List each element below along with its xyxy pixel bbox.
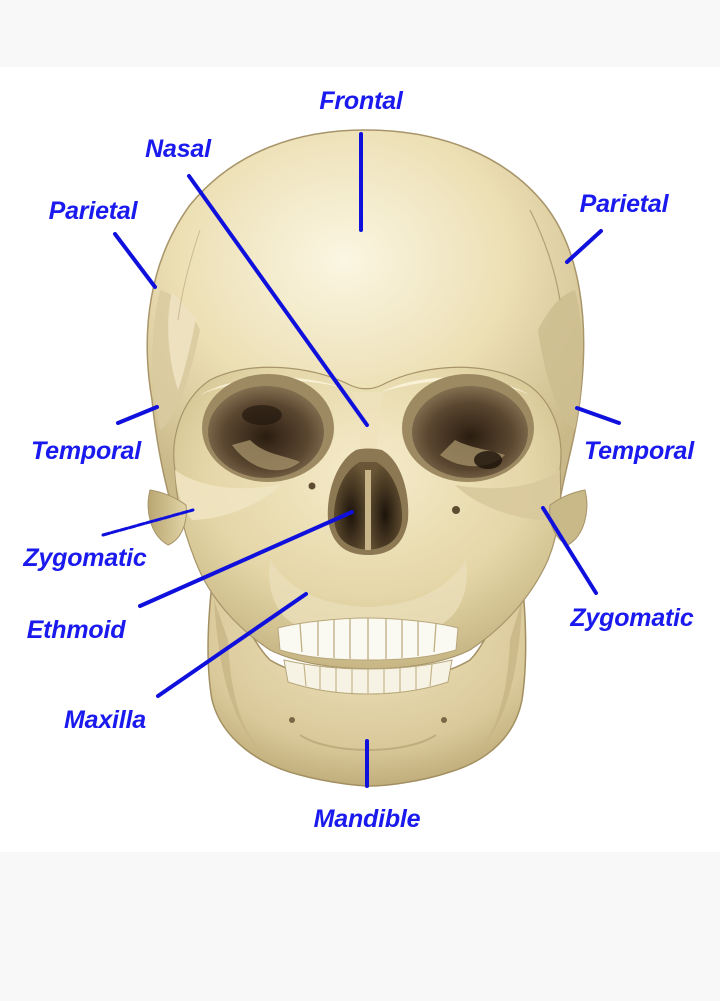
nasal-cavity: [327, 448, 409, 555]
temporal-left-leader: [116, 405, 159, 425]
mandible-label: Mandible: [314, 805, 421, 833]
upper-teeth: [277, 617, 459, 661]
frontal-label: Frontal: [319, 87, 404, 115]
nasal-leader: [187, 174, 369, 427]
zygomatic-right-label: Zygomatic: [569, 604, 694, 632]
parietal-right-leader: [565, 229, 603, 264]
right-orbit: [402, 374, 534, 482]
zygomatic-left-label: Zygomatic: [22, 544, 147, 572]
zygomatic-right-leader: [541, 506, 598, 595]
ethmoid-leader: [138, 510, 354, 608]
bone-labels: Frontal Nasal Parietal Parietal Temporal…: [22, 87, 695, 833]
temporal-right-label: Temporal: [584, 437, 695, 465]
zygomatic-left-leader: [101, 508, 195, 537]
temporal-right-leader: [575, 406, 621, 425]
nasal-label: Nasal: [145, 135, 212, 163]
ethmoid-label: Ethmoid: [27, 616, 127, 644]
skull-illustration: [146, 129, 588, 787]
maxilla-label: Maxilla: [64, 706, 146, 734]
maxilla-leader: [156, 592, 308, 698]
parietal-left-label: Parietal: [49, 197, 139, 225]
leader-lines: [101, 132, 621, 788]
lower-teeth: [283, 659, 453, 695]
parietal-left-leader: [113, 232, 157, 289]
left-orbit: [202, 374, 334, 482]
temporal-left-label: Temporal: [31, 437, 142, 465]
parietal-right-label: Parietal: [580, 190, 670, 218]
